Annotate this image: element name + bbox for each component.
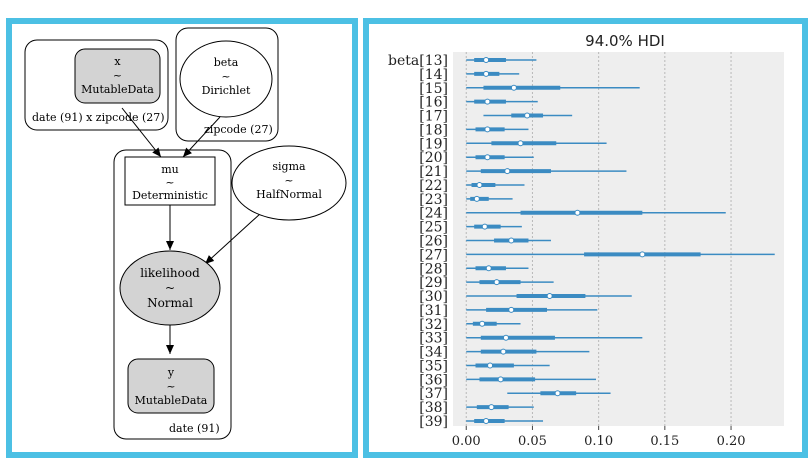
- node-mu: [124, 156, 216, 206]
- chart-title: 94.0% HDI: [585, 32, 665, 50]
- row-label: [30]: [419, 289, 448, 305]
- x-tick-label: 0.15: [650, 434, 679, 449]
- node-mu-name: mu: [161, 163, 179, 176]
- row-label: [17]: [419, 109, 448, 125]
- row-label: [28]: [419, 261, 448, 277]
- edge-x-mu: [121, 107, 162, 158]
- mean-point: [476, 181, 483, 188]
- node-mu-tilde: ~: [165, 176, 174, 189]
- node-sigma: [231, 145, 347, 221]
- mean-point: [508, 306, 515, 313]
- node-beta: [179, 40, 273, 118]
- row-label: [14]: [419, 67, 448, 83]
- node-likelihood: [119, 250, 221, 326]
- plate-date: [113, 149, 232, 440]
- row-label: [37]: [419, 386, 448, 402]
- row-label: [36]: [419, 372, 448, 388]
- node-y: [127, 358, 215, 414]
- mean-point: [483, 418, 490, 424]
- node-mu-dist: Deterministic: [132, 189, 208, 202]
- row-label: [18]: [419, 122, 448, 138]
- node-beta-tilde: ~: [221, 70, 230, 83]
- row-label: [21]: [419, 164, 448, 180]
- node-y-dist: MutableData: [135, 394, 208, 407]
- mean-point: [639, 251, 646, 258]
- node-y-name: y: [167, 366, 175, 379]
- node-y-tilde: ~: [166, 380, 175, 393]
- row-label: [33]: [419, 331, 448, 347]
- plate-x: [24, 39, 169, 131]
- row-label: [32]: [419, 317, 448, 333]
- mean-point: [510, 84, 517, 91]
- node-x-name: x: [114, 55, 121, 68]
- node-sigma-tilde: ~: [284, 174, 293, 187]
- node-x: [74, 48, 161, 104]
- mean-point: [483, 70, 490, 77]
- node-beta-name: beta: [214, 56, 239, 69]
- model-graph-panel: date (91) x zipcode (27) zipcode (27) da…: [6, 18, 358, 458]
- mean-point: [493, 279, 500, 286]
- x-tick-label: 0.20: [717, 434, 746, 449]
- row-label: [22]: [419, 178, 448, 194]
- mean-point: [504, 168, 511, 175]
- row-label: [35]: [419, 358, 448, 374]
- mean-point: [479, 320, 486, 327]
- row-label: [24]: [419, 206, 448, 222]
- mean-point: [502, 334, 509, 341]
- mean-point: [574, 209, 581, 216]
- mean-point: [546, 293, 553, 300]
- node-likelihood-name: likelihood: [140, 266, 200, 280]
- node-beta-dist: Dirichlet: [202, 84, 251, 97]
- mean-point: [483, 57, 490, 63]
- edge-beta-mu: [182, 116, 221, 158]
- row-label: [16]: [419, 95, 448, 111]
- mean-point: [484, 126, 491, 133]
- plate-beta: [175, 27, 279, 142]
- mean-point: [473, 195, 480, 202]
- node-likelihood-dist: Normal: [147, 296, 193, 310]
- row-label: [19]: [419, 136, 448, 152]
- node-x-dist: MutableData: [81, 83, 154, 96]
- row-label: [34]: [419, 345, 448, 361]
- node-sigma-name: sigma: [272, 160, 306, 173]
- row-label: [15]: [419, 81, 448, 97]
- mean-point: [481, 223, 488, 230]
- row-label: [27]: [419, 247, 448, 263]
- plate-beta-label: zipcode (27): [204, 123, 273, 136]
- x-tick-label: 0.10: [584, 434, 613, 449]
- mean-point: [508, 237, 515, 244]
- x-tick-label: 0.05: [518, 434, 547, 449]
- node-sigma-dist: HalfNormal: [256, 188, 322, 201]
- row-label: [25]: [419, 220, 448, 236]
- row-label: [39]: [419, 414, 448, 430]
- row-label: [29]: [419, 275, 448, 291]
- mean-point: [484, 98, 491, 105]
- row-label: [20]: [419, 150, 448, 166]
- mean-point: [500, 348, 507, 355]
- row-label: [26]: [419, 234, 448, 250]
- forest-plot-panel: 94.0% HDI beta[13][14][15][16][17][18][1…: [363, 18, 808, 458]
- mean-point: [485, 265, 492, 272]
- mean-point: [487, 362, 494, 369]
- mean-point: [517, 140, 524, 147]
- mean-point: [554, 390, 561, 397]
- mean-point: [484, 154, 491, 161]
- mean-point: [488, 404, 495, 411]
- model-graph: date (91) x zipcode (27) zipcode (27) da…: [24, 27, 347, 440]
- forest-plot: 94.0% HDI beta[13][14][15][16][17][18][1…: [388, 32, 784, 449]
- row-label: [38]: [419, 400, 448, 416]
- mean-point: [524, 112, 531, 119]
- x-tick-label: 0.00: [452, 434, 481, 449]
- node-x-tilde: ~: [113, 69, 122, 82]
- node-likelihood-tilde: ~: [165, 281, 175, 295]
- plate-date-label: date (91): [169, 422, 220, 435]
- plate-x-label: date (91) x zipcode (27): [32, 111, 165, 124]
- row-label: [23]: [419, 192, 448, 208]
- row-label: [31]: [419, 303, 448, 319]
- row-label: beta[13]: [388, 53, 448, 69]
- mean-point: [497, 376, 504, 383]
